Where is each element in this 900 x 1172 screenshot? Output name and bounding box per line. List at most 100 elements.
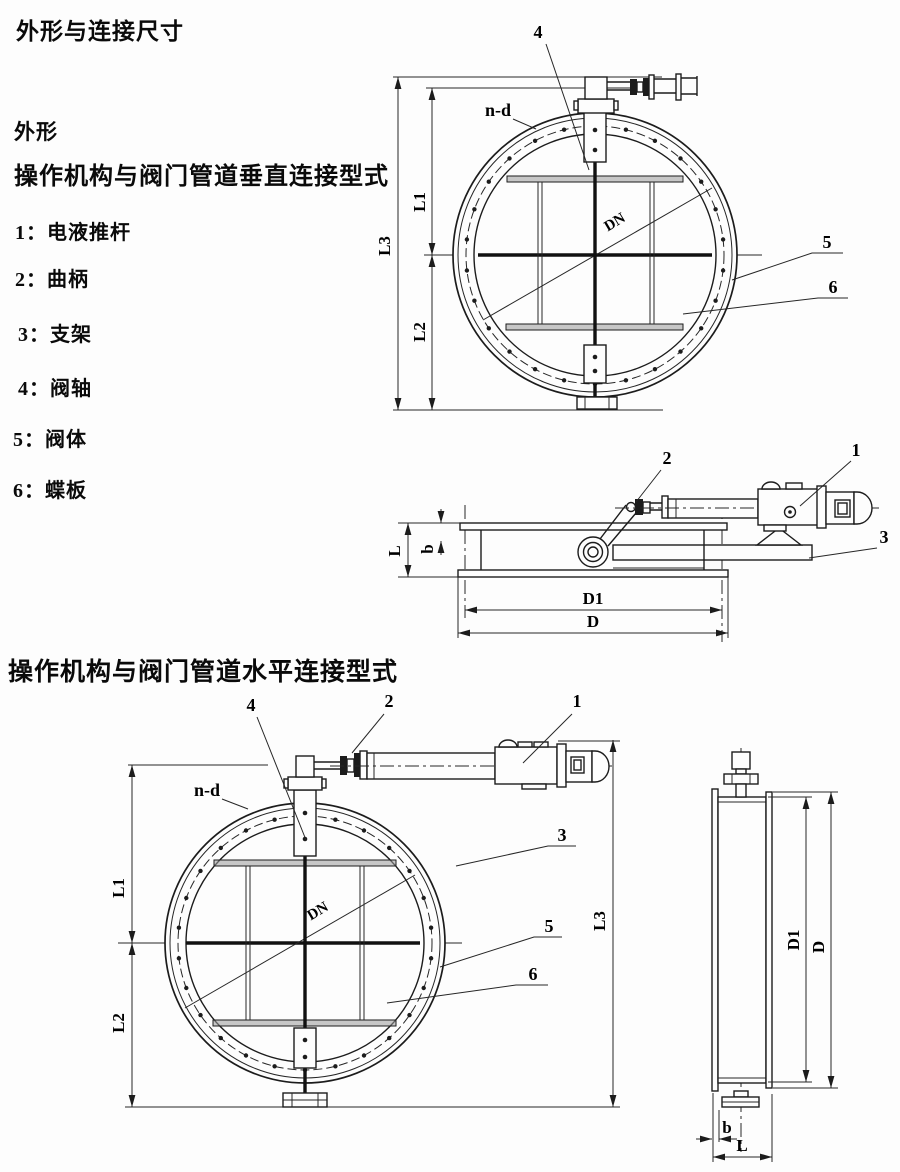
- motor-end-cap: [591, 750, 610, 783]
- shaft-bearing-bottom: [583, 344, 607, 384]
- upper-flange-plate: [459, 522, 728, 531]
- callout-5-leader: [731, 252, 843, 281]
- side-view-vertical-connection: L b D1 D 1 2 3: [385, 440, 889, 642]
- callout-1-leader: [799, 460, 852, 507]
- callout-4-label: 4: [534, 22, 543, 42]
- callout-3-leader: [808, 547, 878, 559]
- motor-flange: [556, 743, 567, 788]
- dim-label-d1: D1: [583, 589, 604, 608]
- dim-label-l: L: [385, 545, 404, 556]
- vertical-connection-heading: 操作机构与阀门管道垂直连接型式: [14, 164, 389, 190]
- piston-rod: [650, 502, 662, 511]
- horizontal-connection-heading: 操作机构与阀门管道水平连接型式: [8, 659, 399, 686]
- dim-label-l2: L2: [410, 322, 429, 342]
- cylinder-rear-plate: [359, 750, 368, 780]
- callout-1-label: 1: [573, 691, 582, 711]
- shaft-bearing-top: [293, 789, 317, 857]
- dim-label-b: b: [722, 1118, 731, 1137]
- cylinder-end: [681, 76, 698, 96]
- d-extension-lines: [457, 577, 729, 638]
- dn-diagonal: [184, 874, 416, 1009]
- legend-item-4: 4：阀轴: [18, 378, 92, 400]
- dn-diagonal: [482, 187, 713, 321]
- dim-label-d1: D1: [784, 930, 803, 951]
- callout-4-leader: [256, 716, 307, 841]
- lift-lug: [761, 481, 781, 490]
- shaft-top-square: [584, 76, 608, 100]
- packing-gland: [577, 98, 615, 114]
- nd-leader: [512, 118, 537, 130]
- callout-2-label: 2: [663, 448, 672, 468]
- gland-collar: [723, 773, 759, 785]
- crank: [577, 501, 637, 568]
- d-extension-lines: [768, 791, 838, 1089]
- front-view-horizontal-connection: L1 L2 L3 DN: [109, 691, 620, 1108]
- legend-item-6: 6：蝶板: [13, 480, 87, 502]
- callout-2-label: 2: [385, 691, 394, 711]
- dim-label-d: D: [809, 941, 828, 953]
- lower-flange-plate: [457, 569, 729, 578]
- callout-3-leader: [455, 845, 576, 867]
- hydraulic-cylinder: [635, 495, 759, 519]
- top-stem-and-actuator: [573, 73, 698, 114]
- legend-item-3: 3：支架: [18, 324, 92, 346]
- nd-label: n-d: [194, 780, 220, 800]
- callout-5-label: 5: [823, 232, 832, 252]
- front-flange-plate: [711, 788, 719, 1092]
- callout-1-label: 1: [852, 440, 861, 460]
- nd-label: n-d: [485, 100, 511, 120]
- bottom-support-foot: [576, 396, 618, 410]
- front-view-vertical-connection: L3 L1 L2 DN: [375, 22, 848, 411]
- dim-label-l1: L1: [109, 878, 128, 898]
- bottom-support-foot: [282, 1092, 328, 1108]
- callout-2-leader: [351, 713, 385, 754]
- valve-body-side: [717, 796, 767, 1084]
- rear-flange-plate: [765, 791, 773, 1089]
- actuator-body: [494, 746, 558, 785]
- stem-and-actuator: [283, 739, 612, 791]
- legend-item-5: 5：阀体: [13, 429, 87, 451]
- callout-4-leader: [545, 43, 590, 171]
- bottom-shaft-stub: [721, 1090, 760, 1108]
- outline-label: 外形: [14, 120, 58, 144]
- callout-3-label: 3: [880, 527, 889, 547]
- crank-rod: [314, 761, 340, 770]
- disc-stiffeners: [245, 866, 365, 1020]
- crank-arm: [599, 504, 637, 547]
- callout-6-leader: [386, 984, 548, 1004]
- callout-6-leader: [682, 297, 848, 315]
- callout-2-leader: [635, 469, 662, 503]
- dim-label-b: b: [418, 544, 437, 553]
- disc-stiffeners: [537, 182, 655, 324]
- callout-4-label: 4: [247, 695, 256, 715]
- dim-label-d: D: [587, 612, 599, 631]
- crank-rod: [607, 81, 630, 91]
- side-view-horizontal-connection: D1 D b L: [696, 748, 838, 1162]
- motor-end-cap: [853, 491, 873, 525]
- callout-1-leader: [522, 713, 573, 764]
- page-title: 外形与连接尺寸: [16, 19, 184, 44]
- crank-pin: [625, 501, 637, 513]
- callout-5-label: 5: [545, 916, 554, 936]
- motor-flange: [816, 485, 827, 529]
- cylinder-rear-plate: [648, 74, 655, 100]
- dim-label-l1: L1: [410, 192, 429, 212]
- shaft-bearing-top: [583, 111, 607, 163]
- legend-item-2: 2：曲柄: [15, 269, 89, 291]
- electro-hydraulic-actuator: [757, 481, 873, 532]
- legend-item-1: 1：电液推杆: [15, 222, 131, 244]
- callout-6-label: 6: [829, 277, 838, 297]
- cylinder-lines: [654, 78, 676, 94]
- shaft-nut: [731, 751, 751, 770]
- dim-label-l2: L2: [109, 1013, 128, 1033]
- top-shaft-stub: [723, 751, 759, 798]
- nd-leader: [221, 798, 249, 810]
- support-beam: [612, 544, 813, 561]
- dim-label-l3: L3: [375, 236, 394, 256]
- lift-lug: [498, 739, 518, 748]
- coupling: [630, 79, 637, 95]
- extension-lines: [393, 76, 762, 411]
- shaft-bearing-bottom: [293, 1027, 317, 1069]
- callout-6-label: 6: [529, 964, 538, 984]
